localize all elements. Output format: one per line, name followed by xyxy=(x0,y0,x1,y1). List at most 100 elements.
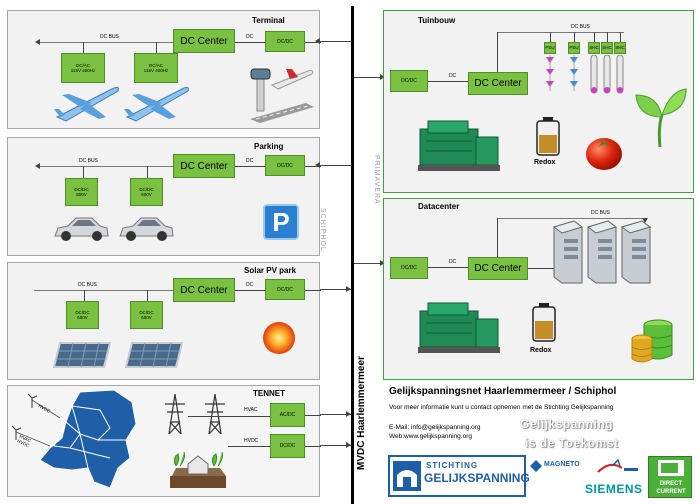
generator-icon xyxy=(418,120,500,171)
transmission-tower-icon xyxy=(205,394,225,434)
terminal-title: Terminal xyxy=(252,16,285,25)
magneto-logo: MAGNETO xyxy=(530,460,586,474)
tuinbouw-dcdc: DC/DC xyxy=(390,70,428,92)
datacenter-dc-label: DC xyxy=(449,259,457,265)
psu-unit: PSU xyxy=(544,42,556,54)
transmission-tower-icon xyxy=(165,394,185,434)
mvdc-label: MVDC Haarlemmermeer xyxy=(356,356,367,470)
tuinbouw-drop-e xyxy=(620,32,621,42)
car-icon xyxy=(119,217,174,241)
sun-icon xyxy=(263,322,295,354)
tennet-dc-arrow xyxy=(346,442,351,448)
datacenter-bus-label: DC BUS xyxy=(591,210,610,216)
datacenter-arrow xyxy=(380,260,385,266)
datacenter-title: Datacenter xyxy=(418,202,460,211)
parking-dc-label: DC xyxy=(246,158,254,164)
parking-bus-line xyxy=(40,166,180,167)
datacenter-bus-line xyxy=(497,218,647,219)
tuinbouw-dc-label: DC xyxy=(449,73,457,79)
solar-drop-1 xyxy=(84,290,85,301)
car-icon xyxy=(54,217,109,241)
solar-dcdc: DC/DC xyxy=(265,279,305,300)
datacenter-dc-center: DC Center xyxy=(468,257,528,280)
datacenter-bus-arrow xyxy=(642,218,648,223)
tuinbouw-drop-b xyxy=(574,32,575,42)
datacenter-redox-label: Redox xyxy=(530,347,552,354)
solar-arrow xyxy=(346,286,351,292)
terminal-feeder xyxy=(305,42,321,43)
tennet-hvac-label: HVAC xyxy=(244,407,258,413)
solar-dc-label: DC xyxy=(246,282,254,288)
terminal-converter-1: DC/AC 115V 400Hz xyxy=(61,53,105,83)
terminal-dc-center: DC Center xyxy=(173,29,235,53)
shc-unit: SHC xyxy=(588,42,600,54)
info-line: Voor meer informatie kunt u contact opne… xyxy=(389,404,614,411)
psu-unit: PSU xyxy=(568,42,580,54)
parking-dcdc: DC/DC xyxy=(265,155,305,176)
shc-unit: SHC xyxy=(614,42,626,54)
tennet-hvdc-label: HVDC xyxy=(244,438,259,444)
solar-bus-line xyxy=(34,290,180,291)
terminal-bus-line xyxy=(40,42,180,43)
direct-current-line-1: DIRECT xyxy=(659,481,683,487)
stichting-logo-main: Gelijkspanning xyxy=(424,471,530,485)
tuinbouw-bus-label: DC BUS xyxy=(571,24,590,30)
tuinbouw-redox-label: Redox xyxy=(534,159,556,166)
backbone-to-datacenter xyxy=(354,263,384,264)
terminal-to-backbone xyxy=(320,41,351,42)
tennet-dc-to-backbone xyxy=(320,445,351,446)
info-web: Web:www.gelijkspanning.org xyxy=(389,433,472,440)
magneto-logo-text: MAGNETO xyxy=(544,461,580,468)
heating-tubes-icon xyxy=(590,55,624,94)
tuinbouw-bus-line xyxy=(497,32,624,33)
parking-dc-link xyxy=(235,166,265,167)
server-icon xyxy=(552,220,584,284)
parking-converter-2: DC/DC 600V xyxy=(130,178,163,206)
terminal-bus-label: DC BUS xyxy=(100,34,119,40)
datacenter-panel: Datacenter DC BUS DC/DC DC DC Center Red… xyxy=(383,198,694,380)
parking-feeder xyxy=(305,166,321,167)
stichting-gelijkspanning-logo: Stichting Gelijkspanning xyxy=(388,455,530,497)
tennet-hvac-link xyxy=(188,416,272,417)
wind-logo-icon xyxy=(597,458,638,473)
stichting-logo-top: Stichting xyxy=(426,461,479,470)
terminal-converter-2: DC/AC 115V 400Hz xyxy=(134,53,178,83)
solar-dc-link xyxy=(235,290,265,291)
tuinbouw-drop-c xyxy=(594,32,595,42)
tagline-line-2: is de Toekomst xyxy=(525,436,619,450)
airport-tower-icon xyxy=(250,68,314,123)
backbone-to-tuinbouw xyxy=(354,77,384,78)
solar-title: Solar PV park xyxy=(244,266,297,275)
terminal-panel: Terminal DC BUS DC Center DC DC/DC DC/AC… xyxy=(7,10,321,129)
terminal-dcdc: DC/DC xyxy=(265,31,305,52)
mvdc-backbone xyxy=(351,6,354,504)
solar-converter-1: DC/DC 600V xyxy=(66,301,99,329)
tennet-dc-feeder xyxy=(305,446,321,447)
tennet-ac-arrow xyxy=(346,411,351,417)
airplane-icon xyxy=(54,86,119,122)
tomato-icon xyxy=(586,138,622,170)
solar-panel-icon xyxy=(124,342,184,368)
shc-unit: SHC xyxy=(601,42,613,54)
solar-panel: Solar PV park DC BUS DC Center DC DC/DC … xyxy=(7,262,321,380)
tennet-ac-feeder xyxy=(305,415,321,416)
tennet-dcdc: DC/DC xyxy=(270,434,305,458)
netherlands-map-icon xyxy=(11,389,137,489)
tuinbouw-dc-link xyxy=(428,81,468,82)
terminal-drop-2 xyxy=(156,42,157,53)
solar-bus-label: DC BUS xyxy=(78,282,97,288)
database-icon xyxy=(631,319,673,363)
parking-arrow xyxy=(315,162,320,168)
airplane-icon xyxy=(124,86,189,122)
server-icon xyxy=(586,220,618,284)
solar-to-backbone xyxy=(320,289,351,290)
solar-feeder xyxy=(305,290,321,291)
parking-drop-1 xyxy=(83,166,84,178)
info-title: Gelijkspanningsnet Haarlemmermeer / Schi… xyxy=(389,386,617,397)
tennet-hvdc-link xyxy=(228,446,272,447)
parking-panel: Parking DC BUS DC Center DC DC/DC DC/DC … xyxy=(7,137,321,256)
datacenter-server-link xyxy=(528,268,554,269)
parking-sign-letter: P xyxy=(272,206,290,237)
tuinbouw-dc-center: DC Center xyxy=(468,72,528,95)
direct-current-mark xyxy=(658,460,684,476)
